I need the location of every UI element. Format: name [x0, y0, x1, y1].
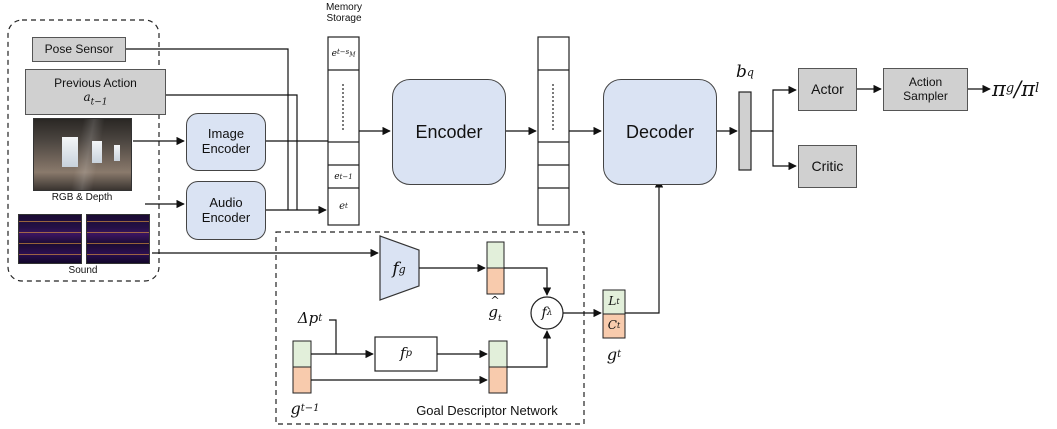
- actor-box: Actor: [798, 68, 857, 111]
- rgb-depth-image: [33, 118, 132, 191]
- critic-label: Critic: [811, 158, 844, 175]
- encoder-label: Encoder: [415, 121, 483, 142]
- encoder-box: Encoder: [392, 79, 506, 185]
- belief-bar: [738, 91, 752, 171]
- encoder-output-column: [537, 36, 570, 226]
- sound-label: Sound: [68, 265, 98, 277]
- audio-encoder-box: Audio Encoder: [186, 181, 266, 240]
- input-group-frame: [7, 19, 160, 282]
- action-sampler-box: Action Sampler: [883, 68, 968, 111]
- critic-box: Critic: [798, 145, 857, 188]
- audio-encoder-label: Audio Encoder: [201, 194, 251, 225]
- pose-sensor-label: Pose Sensor: [44, 41, 114, 56]
- goal-network-frame: [275, 231, 585, 425]
- previous-action-var: at−1: [83, 89, 108, 107]
- rgb-depth-label: RGB & Depth: [51, 192, 113, 204]
- spectrogram-right: [86, 214, 150, 264]
- previous-action-box: Previous Action at−1: [25, 69, 166, 115]
- actor-label: Actor: [811, 81, 844, 98]
- ghat-label: ^ gt: [488, 294, 502, 324]
- goal-network-label: Goal Descriptor Network: [416, 402, 558, 418]
- fp-box: [374, 336, 438, 372]
- image-encoder-label: Image Encoder: [201, 126, 251, 156]
- decoder-label: Decoder: [625, 121, 695, 142]
- previous-action-label: Previous Action: [54, 75, 137, 90]
- image-encoder-box: Image Encoder: [186, 113, 266, 171]
- action-sampler-label: Action Sampler: [903, 74, 948, 103]
- decoder-box: Decoder: [603, 79, 717, 185]
- pose-sensor-box: Pose Sensor: [32, 37, 126, 62]
- memory-storage-title: Memory Storage: [325, 1, 363, 25]
- fg-trapezoid: [379, 235, 420, 301]
- spectrogram-left: [18, 214, 82, 264]
